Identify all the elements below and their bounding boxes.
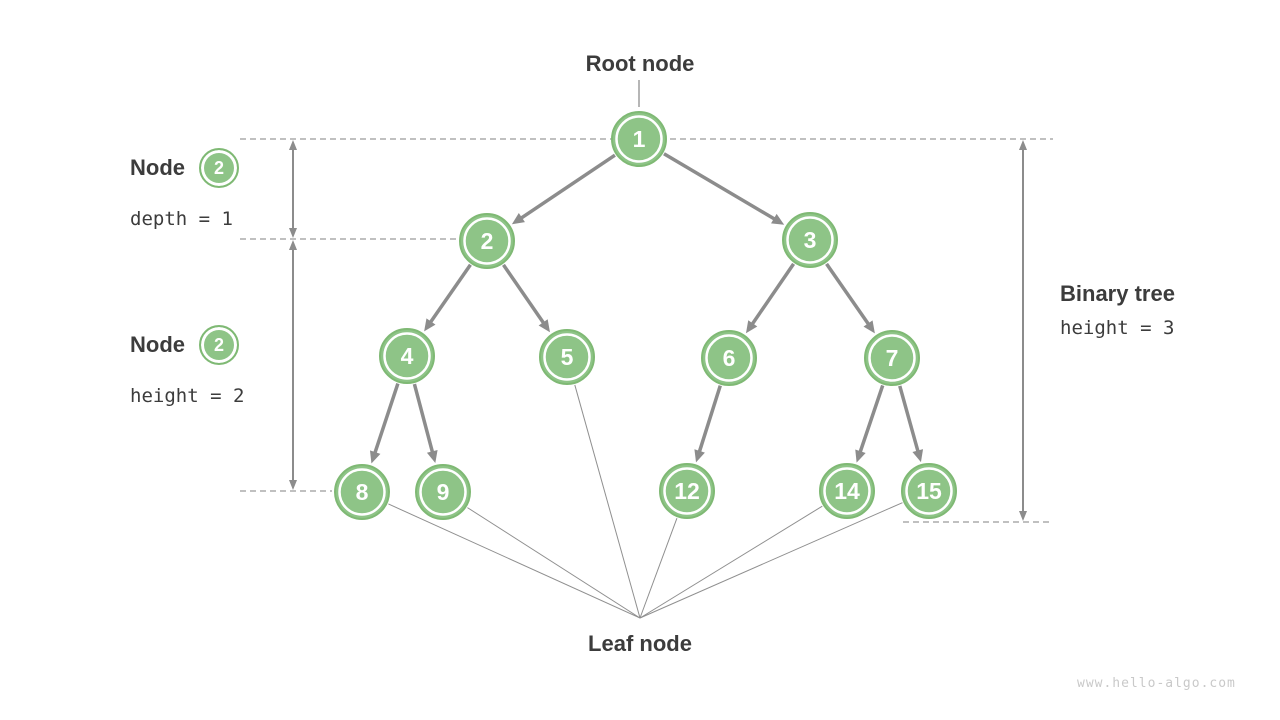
tree-edge-7-14: [857, 384, 885, 455]
tree-node-15: 15: [901, 463, 957, 519]
node-circle: [379, 328, 435, 384]
tree-node-12: 12: [659, 463, 715, 519]
tree-node-5: 5: [539, 329, 595, 385]
tree-edge-7-15: [898, 385, 921, 454]
node-circle: [334, 464, 390, 520]
node-circle: [901, 463, 957, 519]
measure-arrow-head-top: [289, 240, 297, 250]
node-height-title: Node: [130, 332, 185, 357]
tree-edge-arrowhead-2-5: [538, 319, 550, 333]
node-inner-ring: [543, 333, 591, 381]
measure-arrow-head-bottom: [289, 480, 297, 490]
node-value: 7: [886, 345, 899, 371]
leaf-pointer-line: [388, 503, 641, 619]
tree-node-14: 14: [819, 463, 875, 519]
tree-edge-arrowhead-1-2: [511, 213, 525, 225]
root-node-label: Root node: [585, 51, 695, 76]
tree-node-3: 3: [782, 212, 838, 268]
tree-edge-arrowhead-4-8: [369, 450, 381, 464]
node-value: 9: [437, 479, 450, 505]
node-value: 2: [481, 228, 494, 254]
node-circle: [701, 330, 757, 386]
measure-arrow-head-top: [289, 140, 297, 150]
measure-arrow-head-bottom: [289, 228, 297, 238]
node-value: 4: [401, 343, 414, 369]
node-value: 6: [723, 345, 736, 371]
node-circle: [459, 213, 515, 269]
node-inner-ring: [419, 468, 467, 516]
node-circle: [864, 330, 920, 386]
tree-edge-arrowhead-2-4: [424, 318, 436, 332]
node-circle: [611, 111, 667, 167]
node-value: 5: [561, 344, 574, 370]
tree-edge-arrowhead-7-14: [855, 449, 866, 463]
tree-edge-3-6: [749, 262, 796, 327]
node-value: 14: [834, 478, 860, 504]
tree-node-2: 2: [459, 213, 515, 269]
binary-tree-title: Binary tree: [1060, 281, 1175, 306]
tree-edge-arrowhead-6-12: [694, 449, 705, 463]
leaf-pointer-line: [639, 502, 903, 619]
node-inner-ring: [663, 467, 711, 515]
node-inner-ring: [615, 115, 663, 163]
node-depth-title: Node: [130, 155, 185, 180]
binary-tree-caption: height = 3: [1060, 317, 1175, 339]
tree-edge-2-5: [502, 263, 547, 326]
watermark-url: www.hello-algo.com: [1077, 676, 1236, 691]
measure-arrow-head-bottom: [1019, 511, 1027, 521]
node-value: 15: [916, 478, 942, 504]
tree-node-6: 6: [701, 330, 757, 386]
node-value: 8: [356, 479, 369, 505]
leaf-pointer-line: [467, 507, 641, 619]
tree-edge-2-4: [427, 263, 472, 325]
node-value: 12: [674, 478, 700, 504]
tree-edge-1-3: [663, 152, 778, 222]
node-value: 1: [633, 126, 646, 152]
tree-edge-1-2: [518, 153, 616, 221]
tree-node-7: 7: [864, 330, 920, 386]
node-height-badge: 2: [199, 325, 239, 365]
node-circle: [659, 463, 715, 519]
tree-edge-4-8: [372, 382, 400, 456]
node-depth-annotation: Node 2: [130, 148, 239, 188]
node-depth-badge: 2: [199, 148, 239, 188]
node-circle: [415, 464, 471, 520]
tree-node-1: 1: [611, 111, 667, 167]
node-circle: [539, 329, 595, 385]
node-circle: [782, 212, 838, 268]
tree-edge-arrowhead-3-6: [745, 320, 758, 334]
tree-edge-3-7: [825, 262, 872, 327]
measure-arrow-head-top: [1019, 140, 1027, 150]
tree-edge-arrowhead-1-3: [771, 213, 785, 225]
leaf-pointer-line: [574, 384, 641, 619]
leaf-pointer-line: [639, 518, 678, 619]
tree-node-8: 8: [334, 464, 390, 520]
node-inner-ring: [823, 467, 871, 515]
node-height-annotation: Node 2: [130, 325, 239, 365]
node-inner-ring: [905, 467, 953, 515]
node-height-caption: height = 2: [130, 385, 245, 407]
tree-edge-arrowhead-7-15: [912, 449, 924, 463]
node-value: 3: [804, 227, 817, 253]
tree-edge-6-12: [697, 385, 722, 455]
tree-edge-arrowhead-4-9: [426, 449, 438, 463]
tree-node-4: 4: [379, 328, 435, 384]
node-inner-ring: [868, 334, 916, 382]
node-inner-ring: [705, 334, 753, 382]
node-circle: [819, 463, 875, 519]
leaf-node-label: Leaf node: [588, 631, 692, 656]
leaf-pointer-line: [639, 505, 823, 619]
node-inner-ring: [383, 332, 431, 380]
node-inner-ring: [338, 468, 386, 516]
node-inner-ring: [786, 216, 834, 264]
tree-edge-4-9: [412, 383, 435, 455]
tree-edge-arrowhead-3-7: [863, 320, 875, 334]
node-depth-caption: depth = 1: [130, 208, 233, 230]
node-inner-ring: [463, 217, 511, 265]
tree-node-9: 9: [415, 464, 471, 520]
